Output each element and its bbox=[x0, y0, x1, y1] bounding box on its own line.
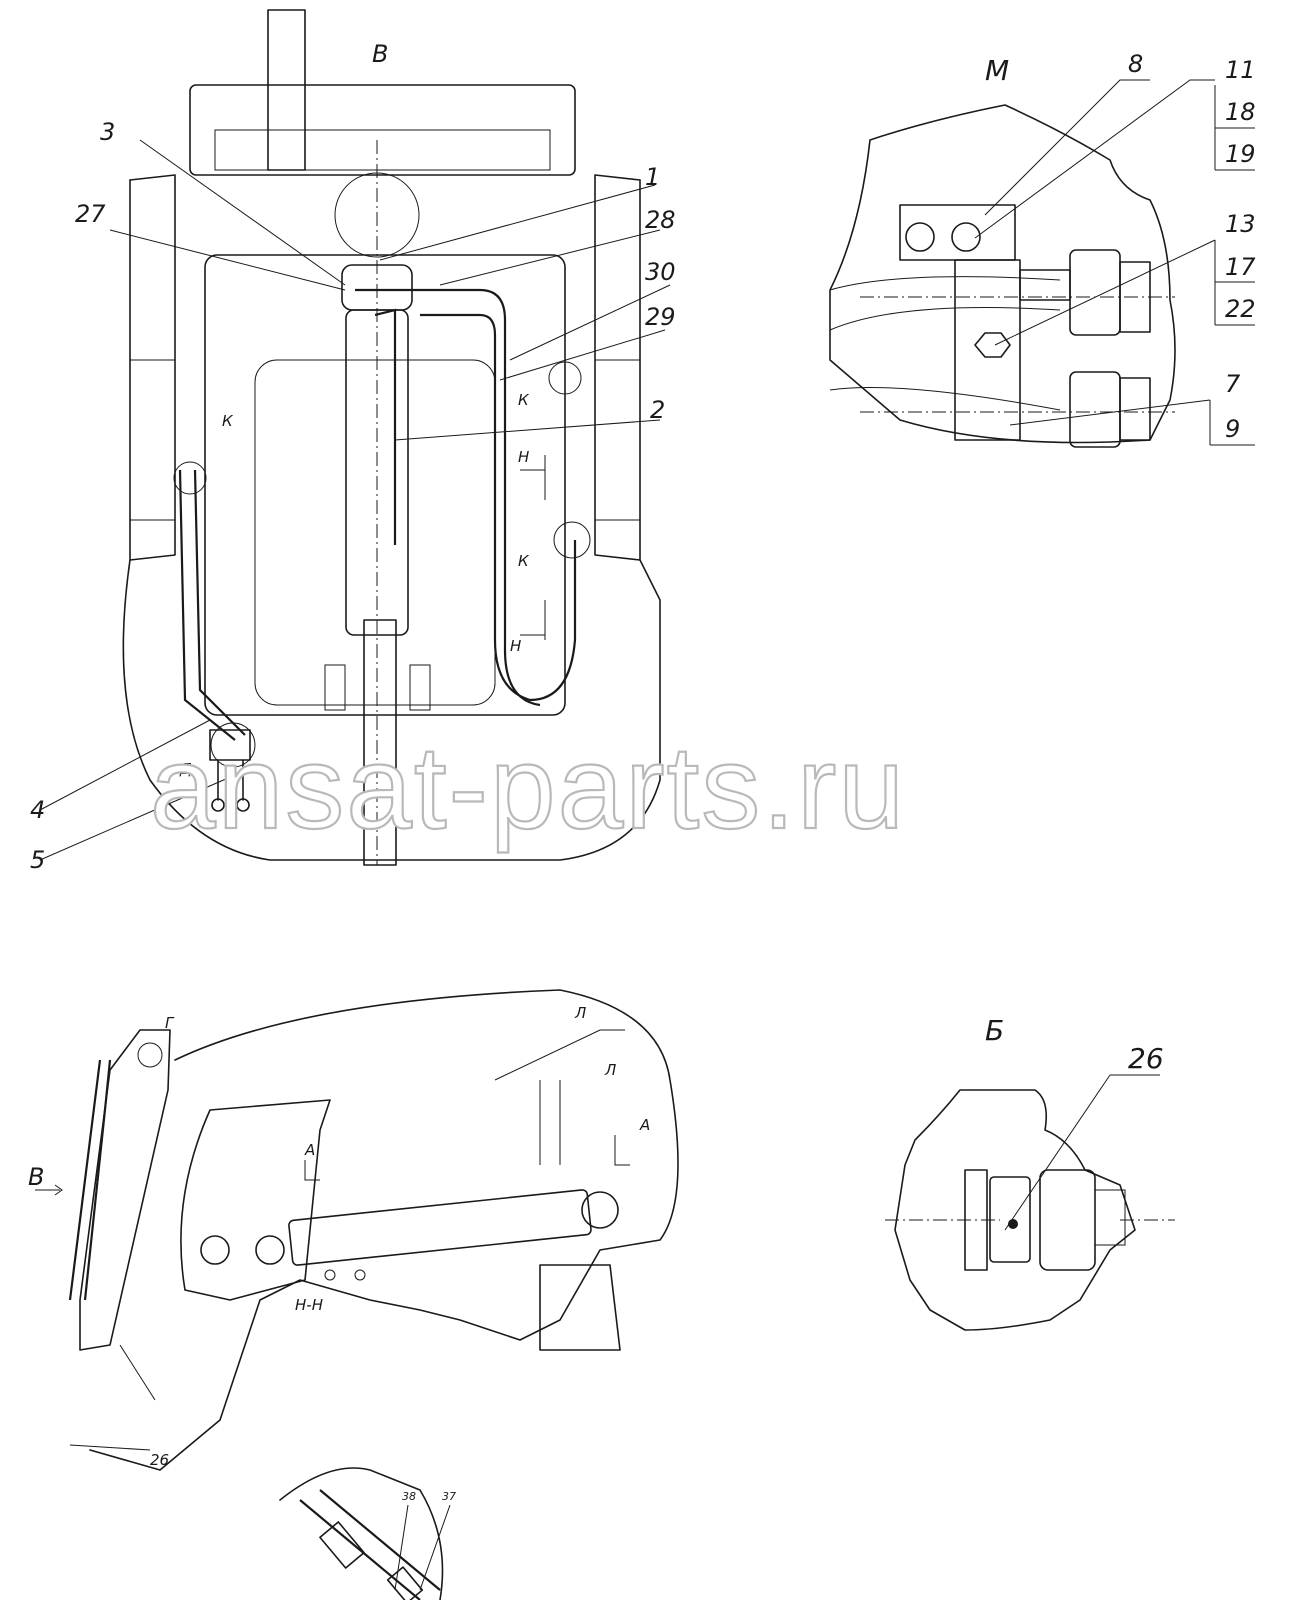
side-frame-outline bbox=[89, 989, 679, 1471]
clamp-block bbox=[954, 259, 1021, 441]
body-outline bbox=[122, 179, 661, 861]
section-nn-label: Н-Н bbox=[295, 1296, 323, 1314]
detail-m-outline bbox=[829, 104, 1176, 444]
callout-5: 5 bbox=[30, 846, 45, 874]
boom-plate bbox=[180, 1099, 331, 1301]
mark-k-right-upper: К bbox=[518, 391, 530, 409]
section-nn-outline bbox=[279, 1467, 444, 1600]
callout-1: 1 bbox=[645, 163, 660, 191]
callout-29: 29 bbox=[645, 303, 676, 331]
side-column bbox=[79, 1029, 171, 1351]
watermark: ansat-parts.ru bbox=[150, 722, 906, 854]
mark-a-right: А bbox=[639, 1116, 650, 1134]
left-post bbox=[129, 174, 176, 561]
right-post bbox=[594, 174, 641, 561]
m-table-18: 18 bbox=[1225, 98, 1256, 126]
mark-l-lower: Л bbox=[604, 1061, 616, 1079]
detail-b-label: Б bbox=[985, 1014, 1004, 1047]
top-frame bbox=[189, 84, 576, 176]
section-callout-38: 38 bbox=[402, 1490, 416, 1503]
clamp-plate bbox=[899, 204, 1016, 261]
m-callout-11: 11 bbox=[1225, 56, 1256, 84]
fitting-lower bbox=[1069, 371, 1121, 448]
side-cylinder bbox=[288, 1189, 592, 1266]
hose-2 bbox=[374, 308, 397, 545]
mark-a-left: А bbox=[304, 1141, 315, 1159]
callout-2: 2 bbox=[650, 396, 665, 424]
mark-n-upper: Н bbox=[518, 448, 529, 466]
callout-28: 28 bbox=[645, 206, 676, 234]
m-callout-8: 8 bbox=[1128, 50, 1143, 78]
callout-3: 3 bbox=[100, 118, 115, 146]
mark-k-right-lower: К bbox=[518, 552, 530, 570]
callout-30: 30 bbox=[645, 258, 676, 286]
m-table-19: 19 bbox=[1225, 140, 1256, 168]
fitting-upper bbox=[1069, 249, 1121, 336]
piston-rod bbox=[363, 619, 397, 866]
side-view-drawing bbox=[35, 989, 679, 1600]
mark-g: Г bbox=[165, 1014, 175, 1032]
inner-panel bbox=[204, 254, 566, 716]
mark-k-left: К bbox=[222, 412, 234, 430]
mark-n-lower: Н bbox=[510, 637, 521, 655]
b-nut-right bbox=[1039, 1169, 1096, 1271]
cylinder-body bbox=[345, 309, 409, 636]
mark-d: Д bbox=[179, 760, 192, 778]
detail-b-callout-26: 26 bbox=[1128, 1042, 1164, 1075]
top-view-label: В bbox=[372, 40, 388, 68]
b-nut-center bbox=[989, 1176, 1031, 1263]
top-view-drawing bbox=[39, 9, 671, 866]
m-table-22: 22 bbox=[1225, 295, 1256, 323]
side-bracket bbox=[539, 1264, 621, 1351]
callout-4: 4 bbox=[30, 796, 45, 824]
bolt-13 bbox=[974, 332, 1011, 358]
section-callout-37: 37 bbox=[442, 1490, 456, 1503]
fitting-block bbox=[209, 729, 251, 761]
m-callout-13: 13 bbox=[1225, 210, 1256, 238]
detail-b-outline bbox=[894, 1089, 1136, 1331]
side-callout-26: 26 bbox=[150, 1451, 169, 1469]
m-table-9: 9 bbox=[1225, 415, 1240, 443]
side-view-label: В bbox=[28, 1163, 44, 1191]
m-callout-7: 7 bbox=[1225, 370, 1241, 398]
detail-m-label: М bbox=[985, 54, 1009, 87]
m-table-17: 17 bbox=[1225, 253, 1256, 281]
mark-l-upper: Л bbox=[574, 1004, 586, 1022]
detail-m-drawing bbox=[829, 79, 1255, 448]
hose-left bbox=[178, 469, 236, 741]
mast bbox=[267, 9, 306, 171]
detail-b-drawing bbox=[885, 1074, 1175, 1331]
callout-27: 27 bbox=[75, 200, 106, 228]
